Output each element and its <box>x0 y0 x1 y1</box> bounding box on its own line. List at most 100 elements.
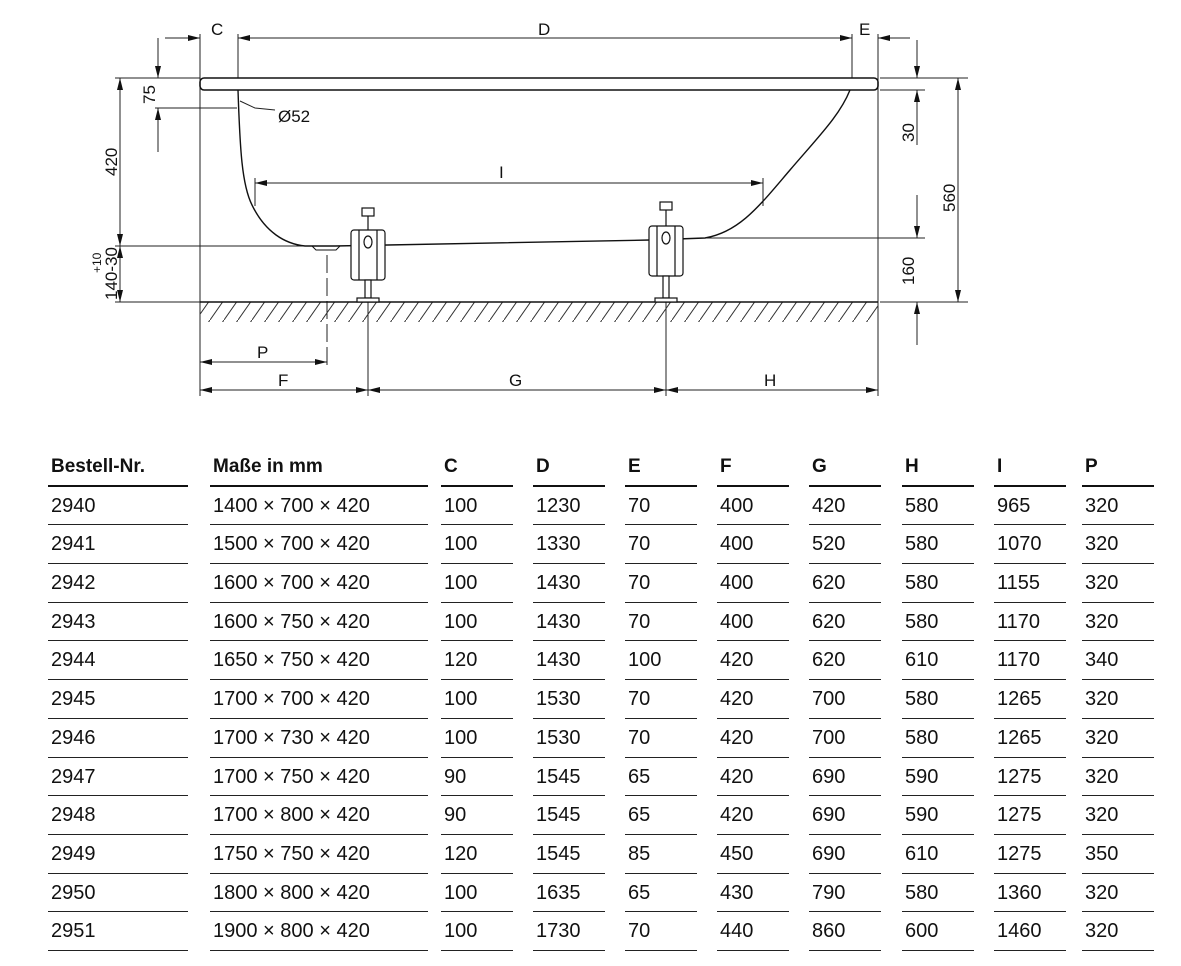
table-cell: 1170 <box>994 603 1066 642</box>
table-cell: 2944 <box>48 641 188 681</box>
label-160: 160 <box>899 257 918 285</box>
table-cell: 2948 <box>48 796 188 835</box>
table-cell: 320 <box>1082 525 1154 565</box>
table-cell: 70 <box>625 525 697 565</box>
table-cell: 1500 × 700 × 420 <box>210 525 428 565</box>
drain <box>311 245 341 251</box>
table-cell: 1700 × 730 × 420 <box>210 719 428 758</box>
table-cell: 1700 × 700 × 420 <box>210 680 428 719</box>
table-cell: 100 <box>441 525 513 565</box>
table-cell: 1545 <box>533 796 605 835</box>
table-cell: 420 <box>809 487 881 526</box>
column-header: Bestell-Nr. <box>48 448 188 487</box>
support-foot-left <box>350 207 386 303</box>
table-cell: 600 <box>902 912 974 951</box>
table-cell: 100 <box>441 719 513 758</box>
table-cell: 580 <box>902 719 974 758</box>
table-cell: 100 <box>441 874 513 913</box>
table-cell: 2942 <box>48 564 188 603</box>
table-cell: 580 <box>902 564 974 603</box>
column-header: G <box>809 448 881 487</box>
table-cell: 690 <box>809 796 881 835</box>
label-140: 140-30 <box>102 247 121 300</box>
table-cell: 2945 <box>48 680 188 719</box>
table-cell: 520 <box>809 525 881 565</box>
table-cell: 580 <box>902 603 974 642</box>
column-header: F <box>717 448 789 487</box>
table-cell: 1750 × 750 × 420 <box>210 835 428 874</box>
column-header: P <box>1082 448 1154 487</box>
table-cell: 700 <box>809 680 881 719</box>
label-420: 420 <box>102 148 121 176</box>
table-cell: 85 <box>625 835 697 874</box>
table-cell: 100 <box>441 487 513 526</box>
table-cell: 2943 <box>48 603 188 642</box>
table-cell: 70 <box>625 912 697 951</box>
label-h: H <box>764 371 776 390</box>
table-cell: 120 <box>441 641 513 681</box>
table-cell: 2949 <box>48 835 188 874</box>
table-cell: 1545 <box>533 835 605 874</box>
label-c: C <box>211 20 223 39</box>
table-cell: 320 <box>1082 796 1154 835</box>
table-cell: 120 <box>441 835 513 874</box>
label-tolerance: +10 <box>90 252 104 273</box>
table-cell: 1600 × 700 × 420 <box>210 564 428 603</box>
table-cell: 420 <box>717 641 789 681</box>
table-cell: 320 <box>1082 680 1154 719</box>
table-cell: 2940 <box>48 487 188 526</box>
table-cell: 70 <box>625 603 697 642</box>
table-cell: 400 <box>717 525 789 565</box>
table-cell: 320 <box>1082 719 1154 758</box>
column-header: E <box>625 448 697 487</box>
table-cell: 400 <box>717 564 789 603</box>
table-cell: 1360 <box>994 874 1066 913</box>
table-cell: 590 <box>902 758 974 797</box>
table-cell: 610 <box>902 641 974 681</box>
label-560: 560 <box>940 184 959 212</box>
table-cell: 1265 <box>994 719 1066 758</box>
tub-body <box>237 89 851 247</box>
table-cell: 1900 × 800 × 420 <box>210 912 428 951</box>
table-cell: 1730 <box>533 912 605 951</box>
tub-rim <box>199 77 879 91</box>
table-cell: 1700 × 800 × 420 <box>210 796 428 835</box>
table-cell: 1275 <box>994 796 1066 835</box>
table-cell: 1530 <box>533 680 605 719</box>
table-cell: 2950 <box>48 874 188 913</box>
table-cell: 1400 × 700 × 420 <box>210 487 428 526</box>
table-cell: 100 <box>441 912 513 951</box>
table-cell: 320 <box>1082 603 1154 642</box>
table-cell: 320 <box>1082 564 1154 603</box>
table-cell: 1700 × 750 × 420 <box>210 758 428 797</box>
table-cell: 1800 × 800 × 420 <box>210 874 428 913</box>
label-75: 75 <box>140 85 159 104</box>
table-cell: 690 <box>809 758 881 797</box>
label-e: E <box>859 20 870 39</box>
table-cell: 620 <box>809 641 881 681</box>
table-cell: 1330 <box>533 525 605 565</box>
table-cell: 420 <box>717 796 789 835</box>
table-cell: 400 <box>717 603 789 642</box>
table-cell: 100 <box>441 603 513 642</box>
table-cell: 400 <box>717 487 789 526</box>
column-header: Maße in mm <box>210 448 428 487</box>
label-p: P <box>257 343 268 362</box>
table-cell: 430 <box>717 874 789 913</box>
table-cell: 2941 <box>48 525 188 565</box>
table-cell: 100 <box>625 641 697 681</box>
table-cell: 580 <box>902 680 974 719</box>
table-cell: 1635 <box>533 874 605 913</box>
table-cell: 580 <box>902 874 974 913</box>
column-header: D <box>533 448 605 487</box>
table-cell: 590 <box>902 796 974 835</box>
